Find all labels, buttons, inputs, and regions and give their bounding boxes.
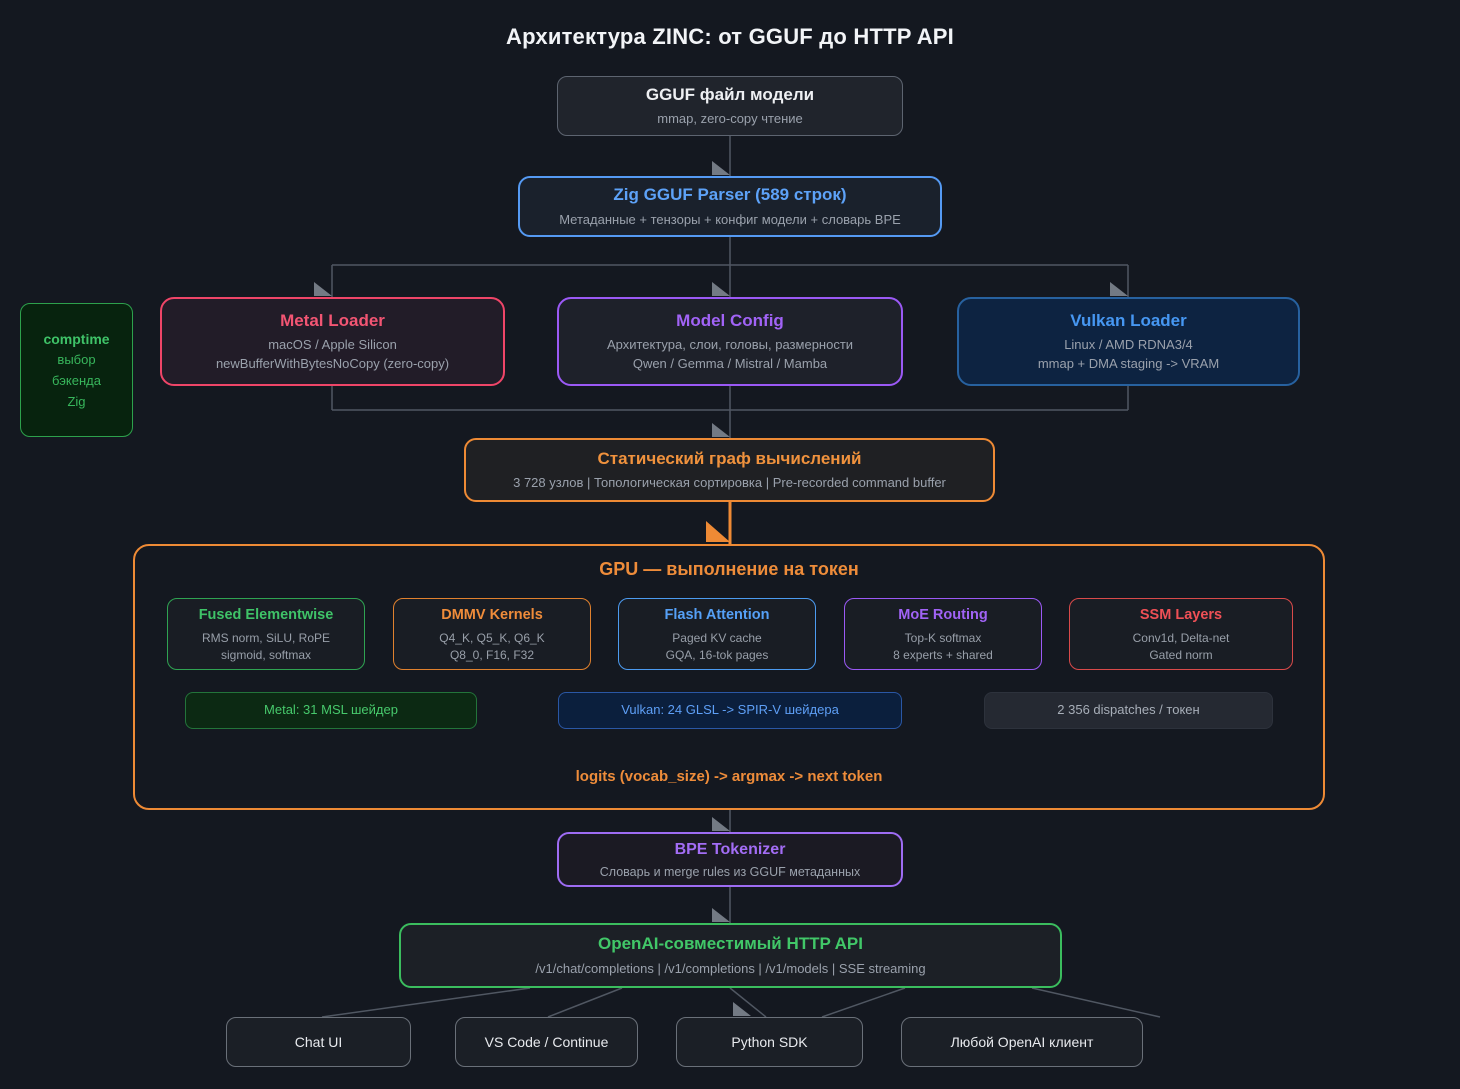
node-vulkan-loader: Vulkan Loader Linux / AMD RDNA3/4 mmap +… xyxy=(957,297,1300,386)
arrow-down-icon xyxy=(712,161,730,175)
vulkan-loader-line: mmap + DMA staging -> VRAM xyxy=(1037,356,1220,372)
kernel-line: Conv1d, Delta-net xyxy=(1132,631,1230,646)
arrow-down-icon xyxy=(712,423,730,437)
http-api-subtitle: /v1/chat/completions | /v1/completions |… xyxy=(535,960,926,976)
node-comptime-note: comptime выбор бэкенда Zig xyxy=(20,303,133,437)
node-client-vscode-continue: VS Code / Continue xyxy=(455,1017,638,1067)
kernel-title: Flash Attention xyxy=(664,607,770,624)
kernel-line: Paged KV cache xyxy=(672,631,762,646)
kernel-title: Fused Elementwise xyxy=(198,607,334,624)
comptime-line: выбор xyxy=(57,352,96,367)
metal-loader-title: Metal Loader xyxy=(280,310,385,330)
tokenizer-title: BPE Tokenizer xyxy=(674,840,786,858)
node-client-python-sdk: Python SDK xyxy=(676,1017,863,1067)
kernel-title: SSM Layers xyxy=(1139,607,1223,624)
gguf-file-title: GGUF файл модели xyxy=(645,84,815,104)
kernel-line: Q4_K, Q5_K, Q6_K xyxy=(439,631,545,646)
node-metal-loader: Metal Loader macOS / Apple Silicon newBu… xyxy=(160,297,505,386)
orange-arrow-down-icon xyxy=(706,521,730,542)
parser-title: Zig GGUF Parser (589 строк) xyxy=(613,185,847,205)
node-dmmv-kernels: DMMV Kernels Q4_K, Q5_K, Q6_K Q8_0, F16,… xyxy=(393,598,591,670)
metal-loader-line: newBufferWithBytesNoCopy (zero-copy) xyxy=(215,356,450,372)
page-title: Архитектура ZINC: от GGUF до HTTP API xyxy=(505,24,954,49)
node-bpe-tokenizer: BPE Tokenizer Словарь и merge rules из G… xyxy=(557,832,903,887)
comptime-line: бэкенда xyxy=(52,372,101,388)
arrow-down-icon xyxy=(733,1002,751,1016)
node-http-api: OpenAI-совместимый HTTP API /v1/chat/com… xyxy=(399,923,1062,988)
node-client-any-openai: Любой OpenAI клиент xyxy=(901,1017,1143,1067)
arrow-down-icon xyxy=(712,817,730,831)
gray-connector-lines xyxy=(321,136,1161,1018)
model-config-line: Архитектура, слои, головы, размерности xyxy=(606,337,854,353)
vulkan-loader-line: Linux / AMD RDNA3/4 xyxy=(1064,337,1193,353)
node-ssm-layers: SSM Layers Conv1d, Delta-net Gated norm xyxy=(1069,598,1293,670)
kernel-line: GQA, 16-tok pages xyxy=(665,647,769,662)
gpu-title: GPU — выполнение на токен xyxy=(599,559,859,579)
node-client-chat-ui: Chat UI xyxy=(226,1017,411,1067)
node-gguf-file: GGUF файл модели mmap, zero-copy чтение xyxy=(557,76,903,136)
parser-subtitle: Метаданные + тензоры + конфиг модели + с… xyxy=(559,211,901,227)
static-graph-title: Статический граф вычислений xyxy=(597,448,862,468)
gpu-footer-note: logits (vocab_size) -> argmax -> next to… xyxy=(575,768,883,785)
node-static-graph: Статический граф вычислений 3 728 узлов … xyxy=(464,438,995,502)
kernel-line: RMS norm, SiLU, RoPE xyxy=(201,631,331,646)
kernel-title: MoE Routing xyxy=(898,607,988,624)
gray-arrowhead-icons xyxy=(314,161,1128,1016)
kernel-line: Q8_0, F16, F32 xyxy=(449,647,535,662)
static-graph-subtitle: 3 728 узлов | Топологическая сортировка … xyxy=(513,475,946,491)
gguf-file-subtitle: mmap, zero-copy чтение xyxy=(657,111,803,127)
model-config-title: Model Config xyxy=(676,310,784,330)
node-gguf-parser: Zig GGUF Parser (589 строк) Метаданные +… xyxy=(518,176,942,237)
arrow-down-icon xyxy=(1110,282,1128,296)
kernel-title: DMMV Kernels xyxy=(441,607,543,624)
comptime-line: Zig xyxy=(67,393,86,409)
arrow-down-icon xyxy=(712,908,730,922)
http-api-title: OpenAI-совместимый HTTP API xyxy=(598,934,863,954)
badge-vulkan-shaders: Vulkan: 24 GLSL -> SPIR-V шейдера xyxy=(558,692,902,729)
node-model-config: Model Config Архитектура, слои, головы, … xyxy=(557,297,903,386)
node-flash-attention: Flash Attention Paged KV cache GQA, 16-t… xyxy=(618,598,816,670)
gpu-container xyxy=(133,544,1325,810)
kernel-line: sigmoid, softmax xyxy=(220,647,312,662)
badge-metal-shaders: Metal: 31 MSL шейдер xyxy=(185,692,477,729)
metal-loader-line: macOS / Apple Silicon xyxy=(268,337,397,353)
kernel-line: 8 experts + shared xyxy=(893,647,993,662)
comptime-line: comptime xyxy=(43,330,110,347)
model-config-line: Qwen / Gemma / Mistral / Mamba xyxy=(632,356,828,372)
kernel-line: Gated norm xyxy=(1149,647,1213,662)
node-fused-elementwise: Fused Elementwise RMS norm, SiLU, RoPE s… xyxy=(167,598,365,670)
tokenizer-subtitle: Словарь и merge rules из GGUF метаданных xyxy=(599,865,861,880)
vulkan-loader-title: Vulkan Loader xyxy=(1070,310,1187,330)
arrow-down-icon xyxy=(712,282,730,296)
kernel-line: Top-K softmax xyxy=(904,631,982,646)
arrow-down-icon xyxy=(314,282,332,296)
node-moe-routing: MoE Routing Top-K softmax 8 experts + sh… xyxy=(844,598,1042,670)
badge-dispatches-per-token: 2 356 dispatches / токен xyxy=(984,692,1273,729)
